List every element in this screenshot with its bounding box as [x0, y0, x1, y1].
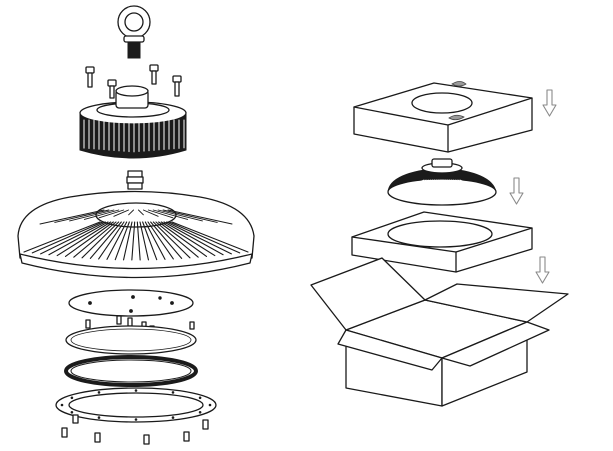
foam-tray: [351, 211, 533, 273]
screw: [85, 66, 95, 88]
packaged-lamp: [387, 158, 497, 206]
down-arrow: [509, 177, 524, 205]
eye-bolt: [117, 5, 151, 59]
down-arrow: [535, 256, 550, 284]
top-screws: [85, 64, 182, 99]
carton-box: [310, 257, 569, 407]
top-foam-pad: [353, 81, 533, 153]
connector: [126, 170, 144, 190]
ring-screws: [61, 414, 209, 445]
lamp-body: [17, 190, 255, 279]
lens: [65, 325, 197, 355]
retaining-ring: [55, 387, 217, 423]
driver-housing: [79, 85, 187, 159]
gasket: [64, 355, 198, 387]
screw: [107, 79, 117, 99]
screw: [149, 64, 159, 85]
diffuser-plate: [68, 289, 194, 317]
down-arrow: [542, 89, 557, 117]
screw: [172, 75, 182, 97]
